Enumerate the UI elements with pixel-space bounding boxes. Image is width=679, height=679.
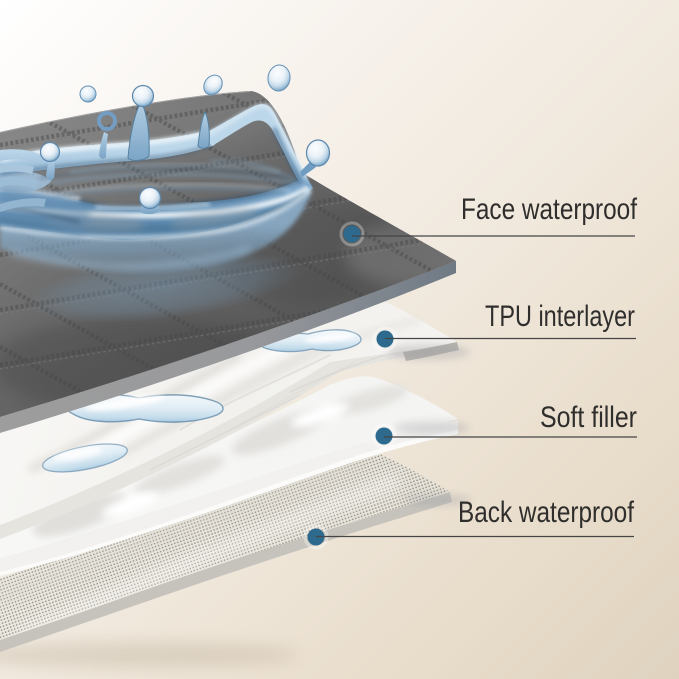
svg-text:TPU interlayer: TPU interlayer — [485, 300, 635, 333]
svg-text:Back waterproof: Back waterproof — [458, 496, 635, 529]
svg-text:Soft filler: Soft filler — [540, 401, 637, 434]
svg-text:Face waterproof: Face waterproof — [461, 193, 638, 226]
